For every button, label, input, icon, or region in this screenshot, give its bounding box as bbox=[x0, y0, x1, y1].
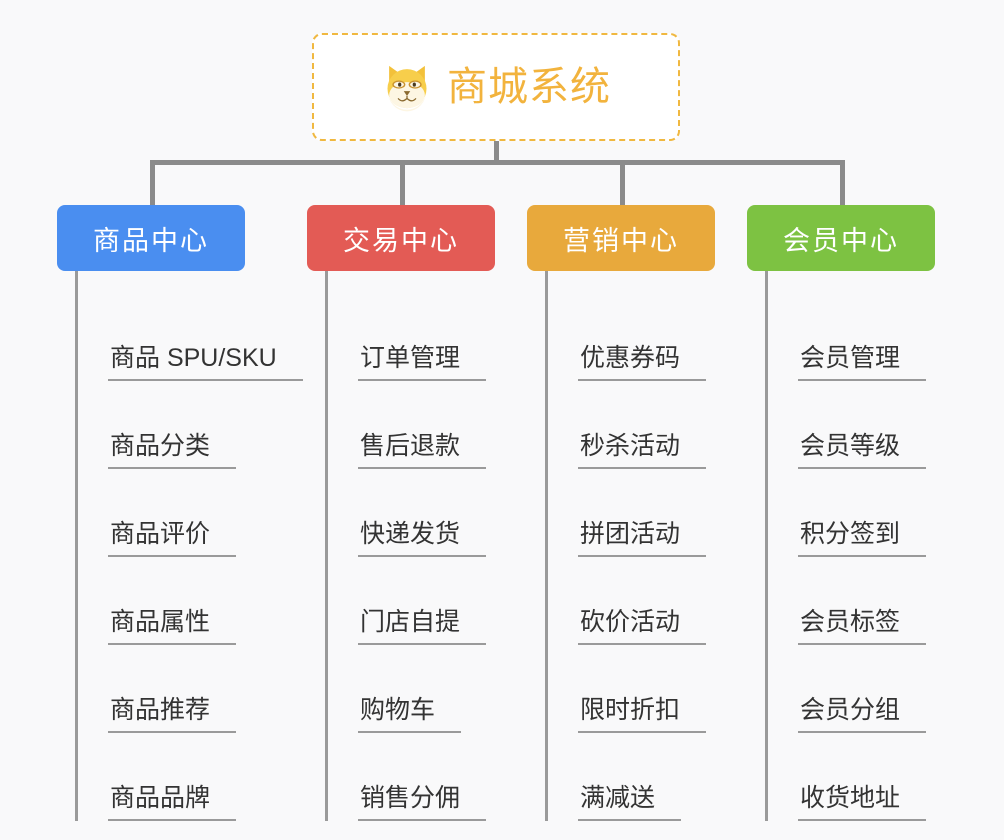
category-header-product-center[interactable]: 商品中心 bbox=[57, 205, 245, 271]
leaf-label: 积分签到 bbox=[798, 520, 927, 557]
leaf-label: 商品评价 bbox=[108, 520, 237, 557]
root-node[interactable]: 商城系统 bbox=[312, 33, 680, 141]
leaf-label: 商品属性 bbox=[108, 608, 237, 645]
leaf-label: 会员等级 bbox=[798, 432, 927, 469]
list-item[interactable]: 会员等级 bbox=[768, 381, 935, 469]
list-item[interactable]: 销售分佣 bbox=[328, 733, 495, 821]
leaf-list-member-center: 会员管理 会员等级 积分签到 会员标签 会员分组 收货地址 bbox=[765, 271, 935, 821]
list-item[interactable]: 快递发货 bbox=[328, 469, 495, 557]
leaf-list-product-center: 商品 SPU/SKU 商品分类 商品评价 商品属性 商品推荐 商品品牌 bbox=[75, 271, 303, 821]
leaf-label: 商品分类 bbox=[108, 432, 237, 469]
leaf-label: 拼团活动 bbox=[578, 520, 707, 557]
list-item[interactable]: 优惠券码 bbox=[548, 293, 715, 381]
leaf-label: 满减送 bbox=[578, 784, 682, 821]
column-marketing-center: 营销中心 优惠券码 秒杀活动 拼团活动 砍价活动 限时折扣 满减送 bbox=[527, 205, 715, 821]
column-trade-center: 交易中心 订单管理 售后退款 快递发货 门店自提 购物车 销售分佣 bbox=[307, 205, 495, 821]
leaf-label: 快递发货 bbox=[358, 520, 487, 557]
category-header-marketing-center[interactable]: 营销中心 bbox=[527, 205, 715, 271]
list-item[interactable]: 商品分类 bbox=[78, 381, 245, 469]
list-item[interactable]: 拼团活动 bbox=[548, 469, 715, 557]
list-item[interactable]: 积分签到 bbox=[768, 469, 935, 557]
leaf-label: 秒杀活动 bbox=[578, 432, 707, 469]
connector-drop-2 bbox=[400, 160, 405, 205]
connector-drop-4 bbox=[840, 160, 845, 205]
list-item[interactable]: 商品属性 bbox=[78, 557, 245, 645]
list-item[interactable]: 会员标签 bbox=[768, 557, 935, 645]
root-title: 商城系统 bbox=[447, 65, 611, 109]
leaf-list-trade-center: 订单管理 售后退款 快递发货 门店自提 购物车 销售分佣 bbox=[325, 271, 495, 821]
leaf-label: 商品 SPU/SKU bbox=[108, 344, 303, 381]
connector-drop-3 bbox=[620, 160, 625, 205]
shiba-dog-face-icon bbox=[381, 61, 433, 113]
column-product-center: 商品中心 商品 SPU/SKU 商品分类 商品评价 商品属性 商品推荐 商品品牌 bbox=[57, 205, 303, 821]
column-member-center: 会员中心 会员管理 会员等级 积分签到 会员标签 会员分组 收货地址 bbox=[747, 205, 935, 821]
leaf-label: 销售分佣 bbox=[358, 784, 487, 821]
list-item[interactable]: 商品评价 bbox=[78, 469, 245, 557]
category-header-trade-center[interactable]: 交易中心 bbox=[307, 205, 495, 271]
list-item[interactable]: 会员分组 bbox=[768, 645, 935, 733]
leaf-label: 商品品牌 bbox=[108, 784, 237, 821]
category-header-member-center[interactable]: 会员中心 bbox=[747, 205, 935, 271]
list-item[interactable]: 售后退款 bbox=[328, 381, 495, 469]
leaf-label: 购物车 bbox=[358, 696, 462, 733]
list-item[interactable]: 秒杀活动 bbox=[548, 381, 715, 469]
leaf-label: 会员标签 bbox=[798, 608, 927, 645]
leaf-label: 优惠券码 bbox=[578, 344, 707, 381]
list-item[interactable]: 商品品牌 bbox=[78, 733, 245, 821]
leaf-label: 门店自提 bbox=[358, 608, 487, 645]
connector-stem bbox=[494, 141, 499, 163]
leaf-label: 会员管理 bbox=[798, 344, 927, 381]
connector-drop-1 bbox=[150, 160, 155, 205]
leaf-label: 订单管理 bbox=[358, 344, 487, 381]
leaf-label: 砍价活动 bbox=[578, 608, 707, 645]
leaf-label: 售后退款 bbox=[358, 432, 487, 469]
list-item[interactable]: 限时折扣 bbox=[548, 645, 715, 733]
list-item[interactable]: 收货地址 bbox=[768, 733, 935, 821]
list-item[interactable]: 会员管理 bbox=[768, 293, 935, 381]
leaf-label: 收货地址 bbox=[798, 784, 927, 821]
list-item[interactable]: 门店自提 bbox=[328, 557, 495, 645]
list-item[interactable]: 满减送 bbox=[548, 733, 715, 821]
connector-bus bbox=[150, 160, 840, 165]
leaf-label: 限时折扣 bbox=[578, 696, 707, 733]
list-item[interactable]: 订单管理 bbox=[328, 293, 495, 381]
leaf-label: 商品推荐 bbox=[108, 696, 237, 733]
leaf-label: 会员分组 bbox=[798, 696, 927, 733]
leaf-list-marketing-center: 优惠券码 秒杀活动 拼团活动 砍价活动 限时折扣 满减送 bbox=[545, 271, 715, 821]
list-item[interactable]: 砍价活动 bbox=[548, 557, 715, 645]
list-item[interactable]: 商品推荐 bbox=[78, 645, 245, 733]
list-item[interactable]: 商品 SPU/SKU bbox=[78, 293, 303, 381]
list-item[interactable]: 购物车 bbox=[328, 645, 495, 733]
